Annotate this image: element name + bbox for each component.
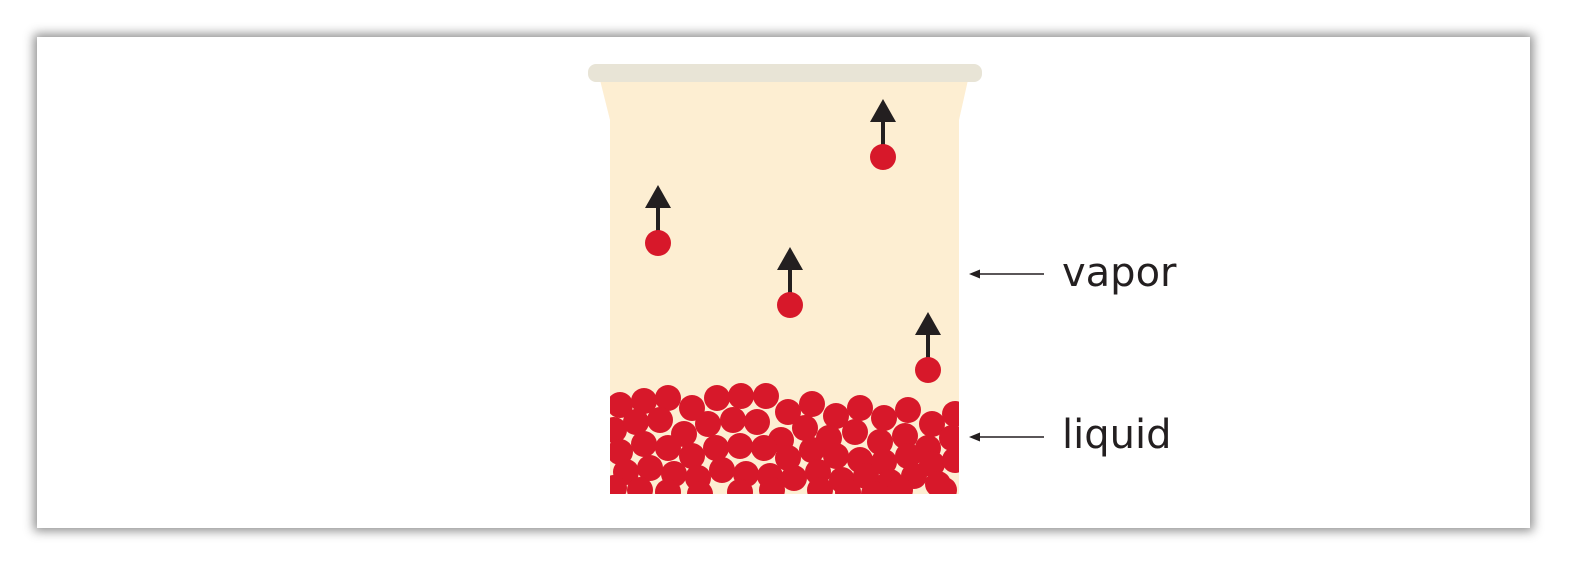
up-arrow-icon: [777, 247, 803, 270]
liquid-molecule: [781, 465, 807, 491]
liquid-molecule: [695, 411, 721, 437]
vapor-molecules: [645, 99, 941, 383]
vapor-label: vapor: [1062, 250, 1177, 296]
liquid-molecule: [871, 449, 897, 475]
liquid-molecule: [647, 407, 673, 433]
liquid-molecule: [799, 391, 825, 417]
molecule: [870, 144, 896, 170]
liquid-molecule: [867, 429, 893, 455]
liquid-molecule: [799, 437, 825, 463]
liquid-molecule: [610, 417, 627, 443]
up-arrow-icon: [870, 99, 896, 122]
liquid-pointer-icon: [969, 432, 1044, 442]
liquid-molecule: [823, 443, 849, 469]
vapor-molecule: [777, 247, 803, 318]
liquid-molecule: [627, 477, 653, 494]
liquid-molecule: [887, 477, 913, 494]
liquid-molecules: [610, 383, 959, 494]
liquid-molecule: [631, 431, 657, 457]
liquid-molecule: [709, 457, 735, 483]
liquid-molecule: [744, 409, 770, 435]
liquid-molecule: [655, 385, 681, 411]
liquid-molecule: [631, 388, 657, 414]
liquid-molecule: [720, 407, 746, 433]
beaker-rim: [588, 64, 982, 82]
liquid-molecule: [919, 411, 945, 437]
liquid-molecule: [775, 399, 801, 425]
liquid-molecule: [895, 397, 921, 423]
liquid-molecule: [751, 435, 777, 461]
liquid-molecule: [727, 479, 753, 494]
molecule: [915, 357, 941, 383]
liquid-molecule: [623, 409, 649, 435]
liquid-molecule: [610, 439, 633, 465]
liquid-molecule: [842, 419, 868, 445]
liquid-molecule: [679, 395, 705, 421]
beaker-body: [600, 80, 968, 494]
liquid-label: liquid: [1062, 412, 1171, 458]
liquid-molecule: [931, 477, 957, 494]
liquid-molecule: [792, 415, 818, 441]
liquid-molecule: [727, 433, 753, 459]
liquid-molecule: [892, 423, 918, 449]
liquid-molecule: [610, 475, 627, 494]
liquid-molecule: [835, 479, 861, 494]
molecule: [645, 230, 671, 256]
liquid-molecule: [703, 435, 729, 461]
liquid-molecule: [861, 481, 887, 494]
liquid-molecule: [728, 383, 754, 409]
liquid-molecule: [807, 477, 833, 494]
up-arrow-icon: [915, 312, 941, 335]
liquid-molecule: [655, 435, 681, 461]
liquid-molecule: [823, 403, 849, 429]
liquid-molecule: [939, 425, 959, 451]
liquid-molecule: [942, 401, 959, 427]
up-arrow-icon: [645, 185, 671, 208]
vapor-pointer-icon: [969, 269, 1044, 279]
liquid-molecule: [687, 481, 713, 494]
molecule: [777, 292, 803, 318]
liquid-molecule: [637, 455, 663, 481]
liquid-molecule: [679, 443, 705, 469]
liquid-molecule: [775, 445, 801, 471]
liquid-molecule: [871, 405, 897, 431]
liquid-molecule: [704, 385, 730, 411]
liquid-molecule: [610, 392, 633, 418]
liquid-molecule: [759, 477, 785, 494]
vapor-molecule: [870, 99, 896, 170]
liquid-molecule: [753, 383, 779, 409]
liquid-molecule: [847, 395, 873, 421]
liquid-molecule: [942, 447, 959, 473]
vapor-molecule: [645, 185, 671, 256]
liquid-molecule: [655, 479, 681, 494]
vapor-molecule: [915, 312, 941, 383]
liquid-molecule: [895, 443, 921, 469]
